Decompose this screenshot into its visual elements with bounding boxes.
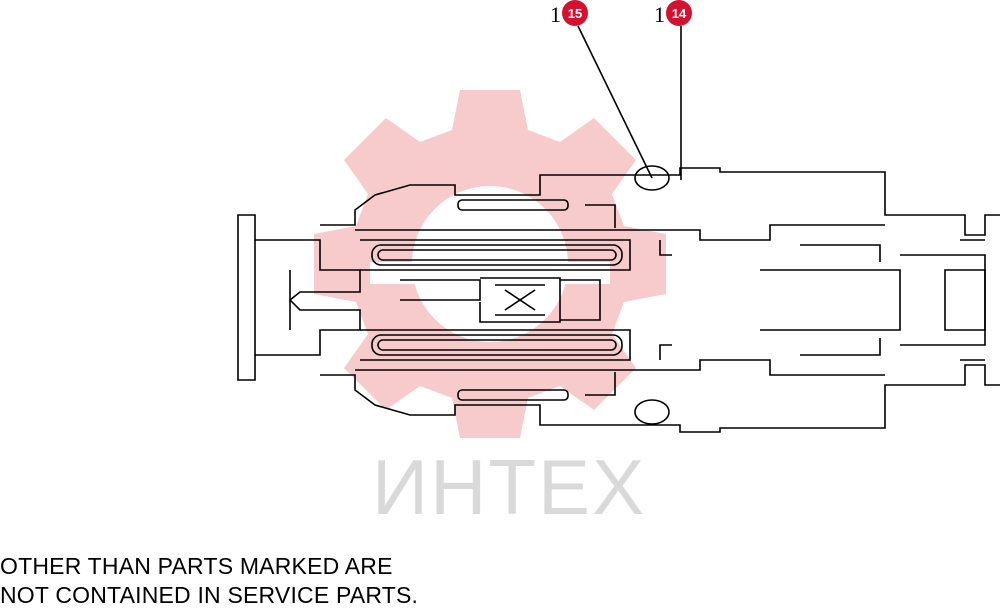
callout-14-prefix: 1 xyxy=(654,2,665,27)
callout-badge-14[interactable]: 14 xyxy=(666,0,692,26)
ball-lower xyxy=(634,399,670,425)
valve-body-lower xyxy=(320,364,1000,433)
note-line-1: OTHER THAN PARTS MARKED ARE xyxy=(0,553,393,579)
valve-body-upper xyxy=(320,167,1000,236)
spring-upper xyxy=(371,244,623,266)
callout-15-prefix: 1 xyxy=(550,2,561,27)
note-line-2: NOT CONTAINED IN SERVICE PARTS. xyxy=(0,582,419,608)
service-parts-note: OTHER THAN PARTS MARKED ARE NOT CONTAINE… xyxy=(0,552,418,610)
end-cap xyxy=(237,214,361,381)
callout-badge-15[interactable]: 15 xyxy=(562,0,588,26)
ball-upper xyxy=(634,165,670,191)
leader-line-15 xyxy=(577,25,653,179)
spring-lower xyxy=(371,334,623,356)
spool xyxy=(400,277,601,323)
watermark-text: ИНТЕХ xyxy=(372,443,647,531)
